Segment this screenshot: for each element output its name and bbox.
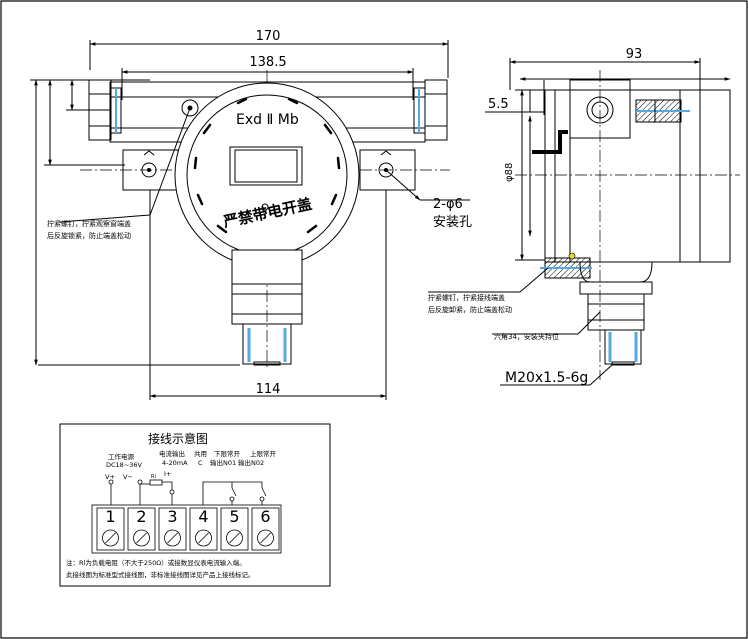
side-view: [428, 58, 740, 386]
upper-limit-label: 上限常开: [250, 449, 277, 458]
side-indicator-dot: [568, 252, 576, 260]
terminal-number: 5: [229, 507, 239, 526]
terminal-number: 4: [198, 507, 208, 526]
dim-114: 114: [256, 382, 281, 397]
front-view: [30, 40, 470, 400]
rl-label: Rl: [151, 474, 156, 480]
side-note-line2: 后反旋卸紧，防止端盖松动: [428, 305, 512, 314]
common-label: 共用: [194, 449, 207, 458]
terminal-5: 5: [220, 507, 249, 551]
terminal-screw-icon: [195, 529, 212, 547]
mount-holes-label: 安装孔: [433, 215, 472, 230]
terminal-screw-icon: [102, 529, 119, 547]
lower-limit-label: 下限常开: [214, 449, 241, 458]
power-label: 工作电源: [108, 452, 135, 461]
current-label: 电流输出: [159, 449, 185, 458]
thread-spec: M20x1.5-6g: [505, 370, 588, 386]
terminal-3: 3: [158, 507, 187, 551]
front-note-line1: 拧紧螺钉，拧紧观察窗端盖: [47, 219, 131, 228]
terminal-2: 2: [127, 507, 156, 551]
dim-170: 170: [256, 29, 281, 44]
wiring-note-line1: 注：Rl为负载电阻（不大于250Ω）或接数显仪表电流输入端。: [66, 558, 246, 567]
terminal-screw-icon: [164, 529, 181, 547]
terminal-6: 6: [251, 507, 280, 551]
v-plus-label: V+: [105, 473, 115, 481]
dim-phi88: φ88: [504, 163, 515, 182]
wiring-title: 接线示意图: [148, 431, 208, 446]
terminal-1: 1: [96, 507, 125, 551]
terminal-screw-icon: [133, 529, 150, 547]
v-minus-label: V−: [123, 473, 133, 481]
terminal-number: 2: [136, 507, 146, 526]
dim-5-5: 5.5: [488, 97, 509, 112]
terminal-number: 1: [105, 507, 115, 526]
dim-93: 93: [626, 47, 643, 62]
side-note-line1: 拧紧螺钉，拧紧接线端盖: [428, 293, 505, 302]
front-note-line2: 后反旋锁紧，防止端盖松动: [47, 231, 131, 240]
ex-marking: Exd Ⅱ Mb: [236, 112, 299, 128]
terminal-4: 4: [189, 507, 218, 551]
upper-output-label: 输出N02: [238, 458, 264, 467]
current-range: 4-20mA: [162, 459, 188, 467]
dim-138-5: 138.5: [249, 55, 286, 70]
i-plus-label: I+: [164, 470, 171, 478]
common-c-label: C: [198, 459, 203, 467]
terminal-screw-icon: [226, 529, 243, 547]
lower-output-label: 输出N01: [210, 458, 236, 467]
wiring-note-line2: 此接线图为标准型式接线图，非标准接线图详见产品上接线标记。: [66, 570, 255, 579]
terminal-screw-icon: [257, 529, 274, 547]
terminal-number: 6: [260, 507, 270, 526]
mount-holes-count: 2-φ6: [433, 197, 463, 212]
wiring-diagram: 接线示意图 工作电源 DC18~36V V+ V− 电流输出 4-20mA Rl…: [59, 423, 331, 587]
terminal-number: 3: [167, 507, 177, 526]
power-range: DC18~36V: [106, 461, 143, 469]
wrench-note: 六角34，安装夹持位: [494, 332, 559, 341]
